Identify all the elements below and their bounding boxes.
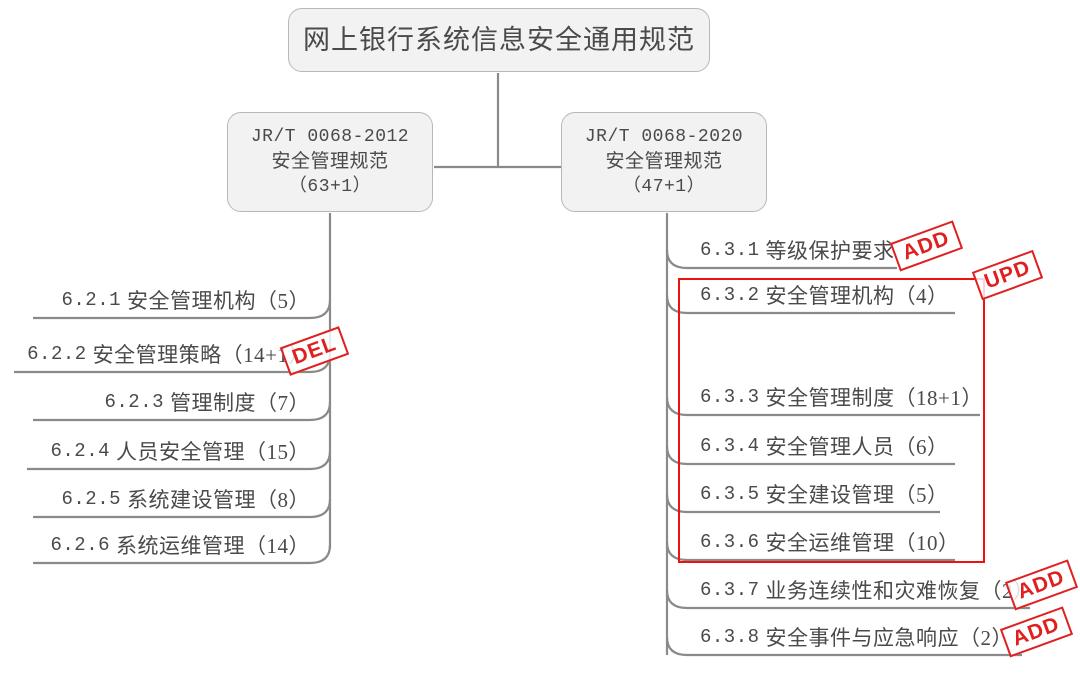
leaf-code: 6.2.5 xyxy=(61,488,121,510)
leaf-label: 系统运维管理（14） xyxy=(116,534,310,558)
stamp-add-6-3-8: ADD xyxy=(999,606,1073,658)
leaf-code: 6.3.7 xyxy=(700,579,760,601)
leaf-label: 安全运维管理（10） xyxy=(765,531,960,555)
leaf-label: 安全管理制度（18+1） xyxy=(765,386,983,410)
leaf-code: 6.3.8 xyxy=(700,626,760,648)
leaf-item-6-3-5[interactable]: 6.3.5 安全建设管理（5） xyxy=(700,474,980,514)
leaf-item-6-3-2[interactable]: 6.3.2 安全管理机构（4） xyxy=(700,275,980,315)
leaf-code: 6.3.1 xyxy=(700,239,760,261)
leaf-code: 6.2.3 xyxy=(104,391,164,413)
leaf-label: 业务连续性和灾难恢复（2） xyxy=(765,579,1035,603)
leaf-code: 6.3.4 xyxy=(700,435,760,457)
leaf-item-6-3-7[interactable]: 6.3.7 业务连续性和灾难恢复（2） xyxy=(700,570,1040,610)
leaf-item-6-2-4[interactable]: 6.2.4 人员安全管理（15） xyxy=(30,431,310,471)
node-jrt-2020-code: JR/T 0068-2020 xyxy=(584,126,744,147)
stamp-upd-highlight: UPD xyxy=(971,249,1044,301)
leaf-label: 安全管理机构（4） xyxy=(765,284,949,308)
leaf-item-6-3-6[interactable]: 6.3.6 安全运维管理（10） xyxy=(700,522,980,562)
leaf-code: 6.2.2 xyxy=(27,343,87,365)
stamp-add-6-3-7: ADD xyxy=(1004,559,1078,611)
leaf-item-6-3-1[interactable]: 6.3.1 等级保护要求 xyxy=(700,230,960,270)
leaf-code: 6.3.2 xyxy=(700,284,760,306)
node-jrt-2012-count: （63+1） xyxy=(288,176,372,197)
leaf-item-6-2-6[interactable]: 6.2.6 系统运维管理（14） xyxy=(34,525,310,565)
leaf-code: 6.2.4 xyxy=(50,440,110,462)
highlight-box-upd xyxy=(678,278,985,563)
leaf-label: 安全管理机构（5） xyxy=(127,289,310,313)
leaf-item-6-3-4[interactable]: 6.3.4 安全管理人员（6） xyxy=(700,426,980,466)
node-jrt-2020-name: 安全管理规范 xyxy=(605,151,723,173)
leaf-label: 安全管理策略（14+1） xyxy=(92,343,310,367)
leaf-code: 6.3.3 xyxy=(700,386,760,408)
leaf-code: 6.3.6 xyxy=(700,531,760,553)
leaf-item-6-2-2[interactable]: 6.2.2 安全管理策略（14+1） xyxy=(14,334,310,374)
leaf-item-6-2-3[interactable]: 6.2.3 管理制度（7） xyxy=(40,382,310,422)
leaf-code: 6.2.1 xyxy=(61,289,121,311)
leaf-label: 等级保护要求 xyxy=(765,239,895,263)
leaf-item-6-3-8[interactable]: 6.3.8 安全事件与应急响应（2） xyxy=(700,617,1030,657)
node-jrt-2012-code: JR/T 0068-2012 xyxy=(250,126,410,147)
node-jrt-2012[interactable]: JR/T 0068-2012 安全管理规范 （63+1） xyxy=(227,112,433,212)
leaf-item-6-2-1[interactable]: 6.2.1 安全管理机构（5） xyxy=(40,280,310,320)
leaf-label: 安全建设管理（5） xyxy=(765,483,949,507)
leaf-label: 安全事件与应急响应（2） xyxy=(765,626,1014,650)
leaf-code: 6.2.6 xyxy=(50,534,110,556)
leaf-label: 系统建设管理（8） xyxy=(127,488,310,512)
node-jrt-2012-name: 安全管理规范 xyxy=(271,151,389,173)
leaf-item-6-2-5[interactable]: 6.2.5 系统建设管理（8） xyxy=(40,479,310,519)
node-jrt-2020-count: （47+1） xyxy=(622,176,706,197)
leaf-label: 管理制度（7） xyxy=(170,391,310,415)
node-root-label: 网上银行系统信息安全通用规范 xyxy=(303,24,695,55)
leaf-label: 人员安全管理（15） xyxy=(116,440,310,464)
leaf-label: 安全管理人员（6） xyxy=(765,435,949,459)
leaf-item-6-3-3[interactable]: 6.3.3 安全管理制度（18+1） xyxy=(700,377,990,417)
node-root[interactable]: 网上银行系统信息安全通用规范 xyxy=(288,8,710,72)
node-jrt-2020[interactable]: JR/T 0068-2020 安全管理规范 （47+1） xyxy=(561,112,767,212)
leaf-code: 6.3.5 xyxy=(700,483,760,505)
